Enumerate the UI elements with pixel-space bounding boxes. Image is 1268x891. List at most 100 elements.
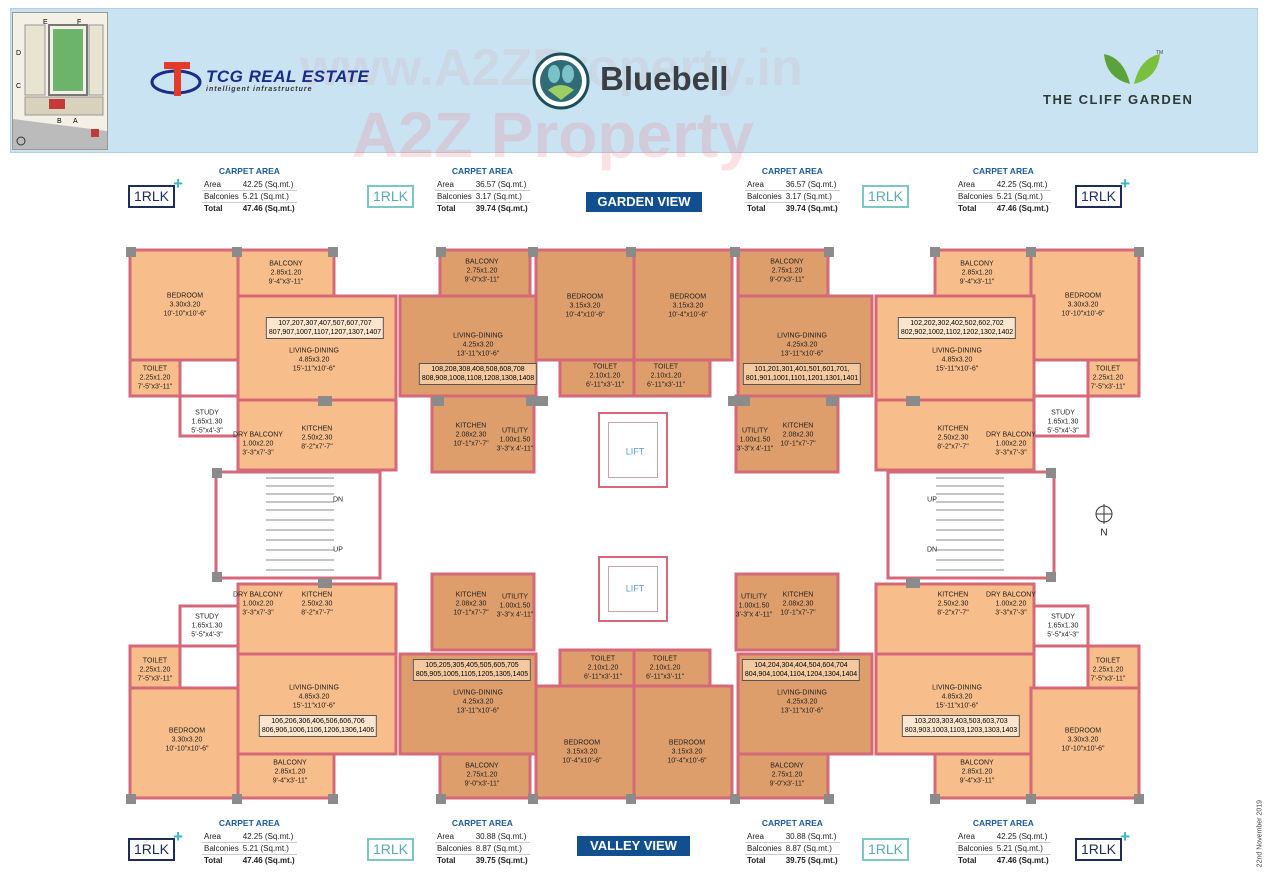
north-label: N xyxy=(1100,527,1108,539)
stair-dn-label: DN xyxy=(332,496,344,504)
room-bedroom xyxy=(632,684,734,800)
room-study xyxy=(178,604,240,648)
room-kitchen xyxy=(874,398,1036,472)
unit-type-badge: 1RLK+ xyxy=(1075,175,1130,208)
svg-text:A: A xyxy=(73,118,78,125)
svg-text:E: E xyxy=(43,19,48,26)
svg-text:B: B xyxy=(57,118,62,125)
room-kitchen xyxy=(430,572,536,652)
room-balcony xyxy=(933,752,1033,800)
right-staircase xyxy=(886,470,1056,580)
room-living xyxy=(874,652,1036,756)
room-kitchen xyxy=(430,394,536,474)
unit-type-badge: 1RLK+ xyxy=(128,175,183,208)
plus-icon: + xyxy=(1120,827,1131,846)
plus-icon: + xyxy=(1120,174,1131,193)
room-study xyxy=(1032,604,1090,648)
room-study xyxy=(1032,394,1090,438)
room-balcony xyxy=(438,248,532,298)
unit-type-badge: 1RLK+ xyxy=(128,828,183,861)
room-kitchen xyxy=(236,582,398,656)
stair-dn-label: DN xyxy=(926,546,938,554)
header-banner xyxy=(10,8,1258,153)
room-kitchen xyxy=(734,394,840,474)
left-staircase xyxy=(214,470,382,580)
room-kitchen xyxy=(734,572,840,652)
stair-up-label: UP xyxy=(333,546,343,554)
site-plan-icon: E F D C B A xyxy=(13,13,107,149)
svg-text:F: F xyxy=(77,19,81,26)
unit-type-badge: 1RLK xyxy=(862,838,910,861)
room-kitchen xyxy=(874,582,1036,656)
project-name: Bluebell xyxy=(600,60,729,97)
developer-name: TCG REAL ESTATE xyxy=(206,67,370,86)
plan-date: 22nd November 2019 xyxy=(1256,800,1263,868)
developer-tagline: intelligent infrastructure xyxy=(206,86,313,93)
room-balcony xyxy=(236,248,336,298)
unit-type-badge: 1RLK xyxy=(862,185,910,208)
room-balcony xyxy=(438,752,532,800)
room-toilet xyxy=(128,358,182,398)
valley-view-label: VALLEY VIEW xyxy=(577,836,690,856)
garden-view-label: GARDEN VIEW xyxy=(586,192,702,212)
brand-name: THE CLIFF GARDEN xyxy=(1043,92,1194,107)
watermark-text: A2Z Property xyxy=(352,99,754,171)
room-balcony xyxy=(236,752,336,800)
room-balcony xyxy=(736,752,830,800)
unit-numbers-tmr: 101,201,301,401,501,601,701,801,901,1001… xyxy=(742,363,862,385)
tcg-logo-icon xyxy=(150,62,202,96)
svg-text:TM: TM xyxy=(1156,50,1163,56)
bluebell-logo-icon xyxy=(532,52,590,110)
cliff-garden-leaf-icon: TM xyxy=(1104,50,1163,84)
